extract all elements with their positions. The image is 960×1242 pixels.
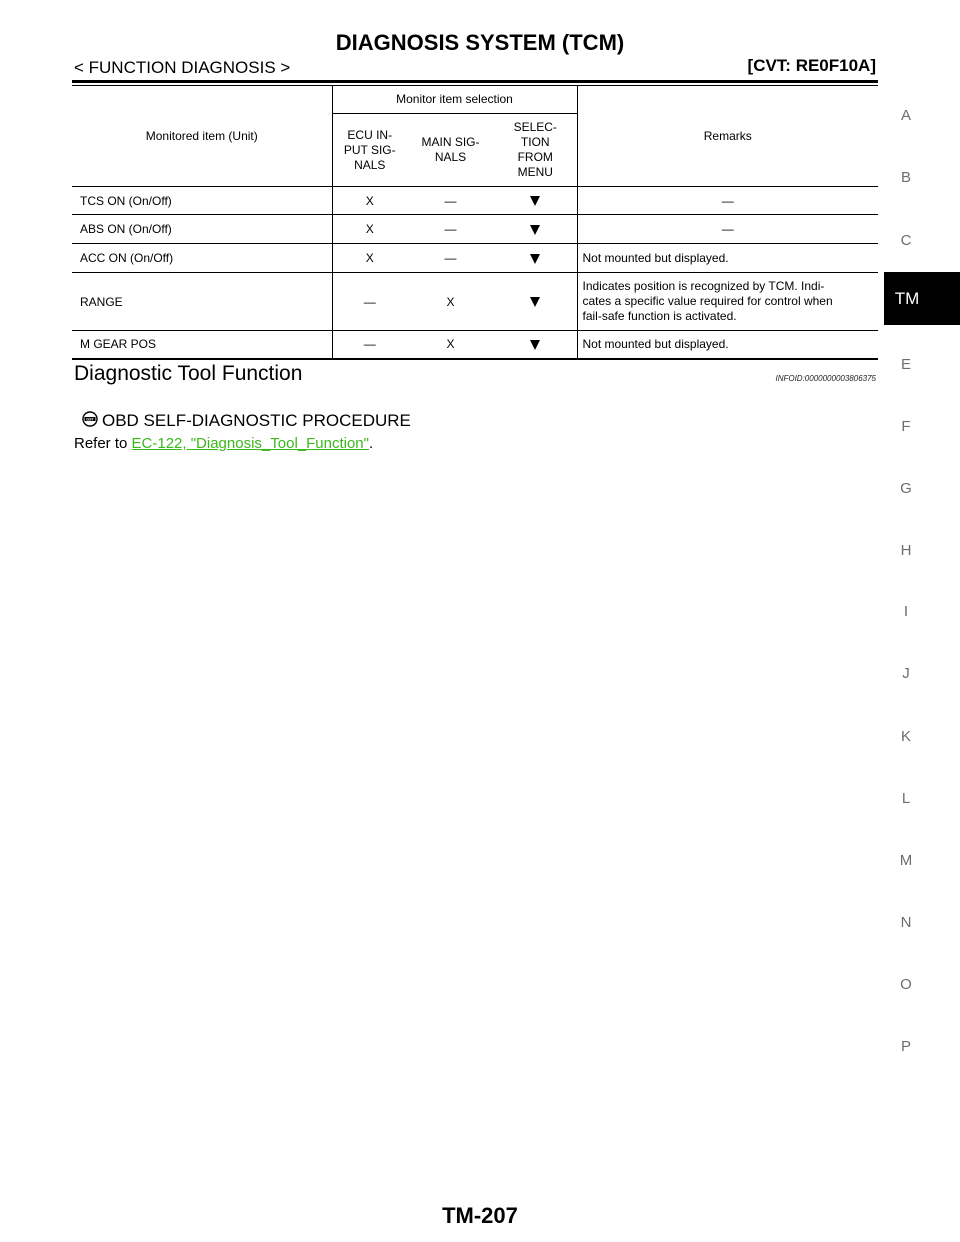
side-index-n[interactable]: N bbox=[900, 914, 912, 931]
cell-main: — bbox=[407, 243, 494, 273]
col-header-monitored-item: Monitored item (Unit) bbox=[72, 86, 332, 187]
cell-ecu: — bbox=[331, 272, 407, 331]
cell-ecu: — bbox=[331, 330, 407, 360]
cell-remarks: Not mounted but displayed. bbox=[576, 330, 878, 360]
down-triangle-icon bbox=[530, 224, 541, 235]
refer-prefix: Refer to bbox=[74, 435, 132, 452]
info-id: INFOID:0000000003806375 bbox=[775, 374, 876, 383]
col-header-main-signals: MAIN SIG- NALS bbox=[407, 113, 494, 187]
side-index-e[interactable]: E bbox=[900, 356, 911, 373]
model-label: [CVT: RE0F10A] bbox=[747, 56, 876, 75]
gst-icon: GST bbox=[82, 411, 98, 427]
cell-item: TCS ON (On/Off) bbox=[72, 186, 332, 215]
cell-ecu: X bbox=[331, 243, 407, 273]
cell-main: — bbox=[407, 214, 494, 244]
cell-main: X bbox=[407, 272, 494, 331]
cell-ecu: X bbox=[331, 186, 407, 215]
side-index-c[interactable]: C bbox=[900, 232, 912, 249]
side-index-f[interactable]: F bbox=[901, 418, 911, 435]
col-header-selection-from-menu: SELEC- TION FROM MENU bbox=[494, 113, 577, 187]
function-diagnosis-label: < FUNCTION DIAGNOSIS > bbox=[74, 58, 291, 77]
side-index-g[interactable]: G bbox=[900, 480, 912, 497]
cell-main: — bbox=[407, 186, 494, 215]
cell-select bbox=[494, 214, 577, 244]
side-index-a[interactable]: A bbox=[900, 107, 911, 124]
cell-item: RANGE bbox=[72, 272, 332, 331]
side-index-b[interactable]: B bbox=[900, 169, 911, 186]
table-row: ABS ON (On/Off) X — — bbox=[72, 214, 878, 244]
page-number: TM-207 bbox=[442, 1203, 518, 1228]
down-triangle-icon bbox=[530, 196, 541, 207]
svg-text:GST: GST bbox=[86, 417, 94, 421]
header-rule-thin bbox=[72, 85, 878, 86]
cell-item: M GEAR POS bbox=[72, 330, 332, 360]
monitor-item-table: Monitored item (Unit) Monitor item selec… bbox=[72, 86, 878, 360]
cell-select bbox=[494, 272, 577, 331]
side-index-tab-tm[interactable]: TM bbox=[884, 272, 960, 325]
table-row: TCS ON (On/Off) X — — bbox=[72, 186, 878, 215]
procedure-subheading: OBD SELF-DIAGNOSTIC PROCEDURE bbox=[102, 411, 411, 430]
cell-select bbox=[494, 330, 577, 360]
cell-select bbox=[494, 243, 577, 273]
side-index-j[interactable]: J bbox=[902, 665, 910, 682]
section-heading: Diagnostic Tool Function bbox=[74, 362, 303, 385]
side-index-l[interactable]: L bbox=[901, 790, 911, 807]
col-header-ecu-input-signals: ECU IN- PUT SIG- NALS bbox=[331, 113, 407, 187]
refer-suffix: . bbox=[368, 435, 374, 452]
cell-remarks: Not mounted but displayed. bbox=[576, 243, 878, 273]
side-index-p[interactable]: P bbox=[900, 1038, 911, 1055]
table-row: M GEAR POS — X Not mounted but displayed… bbox=[72, 330, 878, 360]
cell-remarks: — bbox=[576, 214, 878, 244]
col-header-monitor-item-selection: Monitor item selection bbox=[331, 86, 577, 114]
side-index-k[interactable]: K bbox=[900, 728, 911, 745]
cell-remarks: Indicates position is recognized by TCM.… bbox=[576, 272, 878, 331]
down-triangle-icon bbox=[530, 340, 541, 351]
header-rule bbox=[72, 80, 878, 83]
down-triangle-icon bbox=[530, 297, 541, 308]
side-index-h[interactable]: H bbox=[900, 542, 912, 559]
reference-link[interactable]: EC-122, "Diagnosis_Tool_Function" bbox=[131, 435, 369, 452]
table-row: ACC ON (On/Off) X — Not mounted but disp… bbox=[72, 243, 878, 273]
reference-line: Refer to EC-122, "Diagnosis_Tool_Functio… bbox=[74, 435, 373, 452]
cell-item: ABS ON (On/Off) bbox=[72, 214, 332, 244]
col-header-remarks: Remarks bbox=[576, 86, 878, 187]
side-index-o[interactable]: O bbox=[900, 976, 912, 993]
cell-remarks: — bbox=[576, 186, 878, 215]
cell-ecu: X bbox=[331, 214, 407, 244]
page-title: DIAGNOSIS SYSTEM (TCM) bbox=[335, 30, 625, 55]
cell-main: X bbox=[407, 330, 494, 360]
side-index-i[interactable]: I bbox=[903, 603, 909, 620]
side-index-m[interactable]: M bbox=[899, 852, 913, 869]
table-row: RANGE — X Indicates position is recogniz… bbox=[72, 272, 878, 331]
cell-item: ACC ON (On/Off) bbox=[72, 243, 332, 273]
cell-select bbox=[494, 186, 577, 215]
down-triangle-icon bbox=[530, 253, 541, 264]
